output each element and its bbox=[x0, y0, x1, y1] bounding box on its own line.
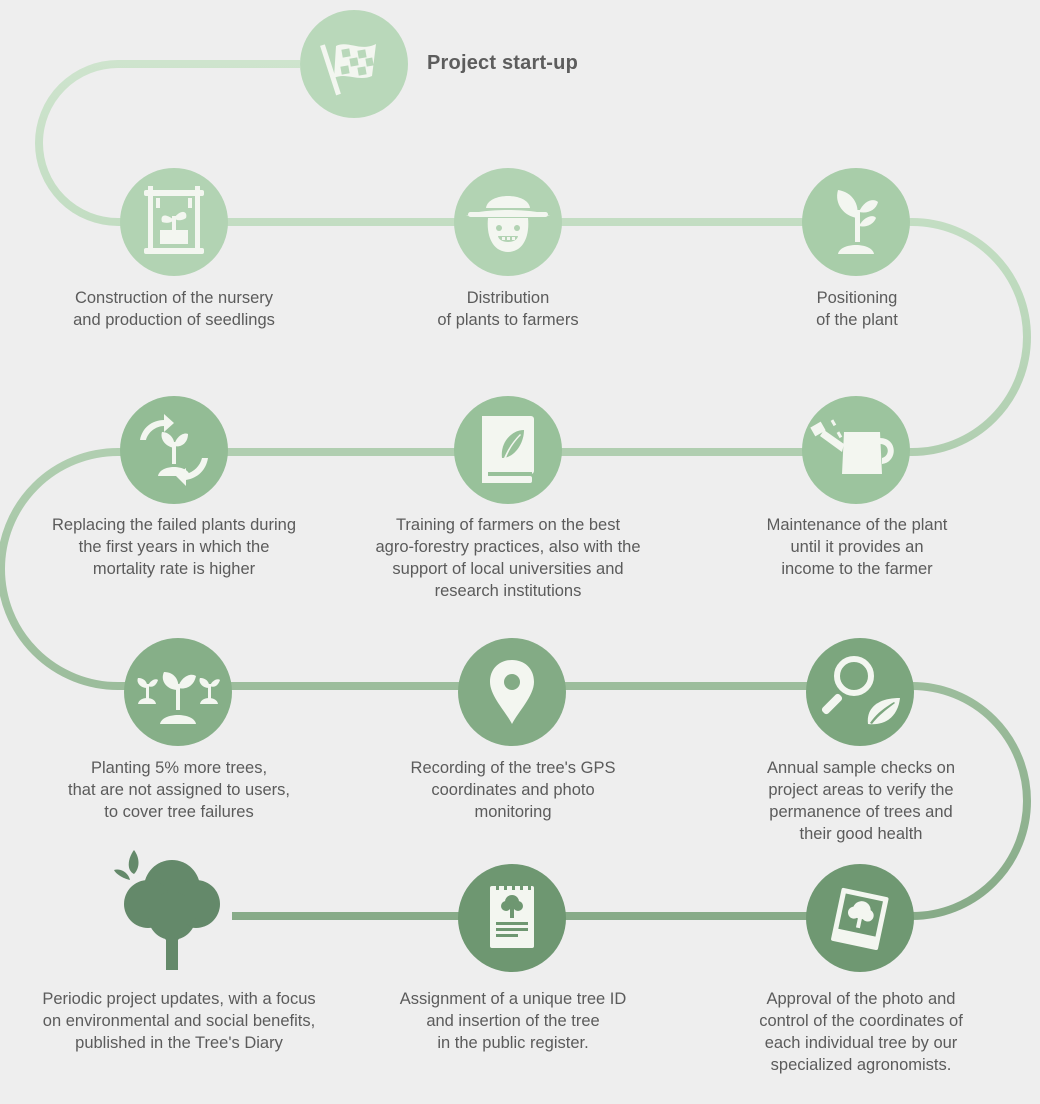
step-node-maintenance bbox=[802, 396, 910, 504]
step-label-positioning: Positioning of the plant bbox=[816, 289, 898, 329]
step-node-distribution bbox=[454, 168, 562, 276]
step-node-planting bbox=[124, 638, 232, 746]
book-icon bbox=[482, 416, 534, 483]
step-node-updates bbox=[112, 848, 232, 974]
step-node-checks bbox=[806, 638, 914, 746]
step-node-approval bbox=[806, 864, 914, 972]
step-label-training: Training of farmers on the best agro-for… bbox=[375, 516, 641, 600]
step-label-planting: Planting 5% more trees, that are not ass… bbox=[68, 759, 290, 821]
location-pin-icon bbox=[490, 660, 534, 724]
step-node-training bbox=[454, 396, 562, 504]
step-node-positioning bbox=[802, 168, 910, 276]
step-label-updates: Periodic project updates, with a focus o… bbox=[42, 990, 316, 1052]
process-connector-line bbox=[0, 60, 1031, 920]
sprout-icon bbox=[837, 190, 878, 254]
step-node-gps bbox=[458, 638, 566, 746]
step-label-checks: Annual sample checks on project areas to… bbox=[766, 759, 956, 843]
start-node bbox=[300, 10, 408, 118]
step-node-nursery bbox=[120, 168, 228, 276]
register-icon bbox=[490, 882, 534, 948]
nursery-icon bbox=[144, 186, 204, 254]
step-label-gps: Recording of the tree's GPS coordinates … bbox=[410, 759, 616, 821]
magnifier-leaf-icon bbox=[821, 656, 900, 725]
replace-plant-icon bbox=[140, 414, 208, 486]
step-label-replacing: Replacing the failed plants during the f… bbox=[52, 516, 296, 578]
checkered-flag-icon bbox=[320, 44, 376, 96]
step-node-replacing bbox=[120, 396, 228, 504]
step-label-distribution: Distribution of plants to farmers bbox=[437, 289, 579, 329]
step-label-maintenance: Maintenance of the plant until it provid… bbox=[766, 516, 948, 578]
project-title: Project start-up bbox=[427, 52, 579, 74]
farmer-icon bbox=[466, 196, 550, 252]
photo-icon bbox=[831, 887, 889, 951]
step-label-approval: Approval of the photo and control of the… bbox=[759, 990, 963, 1074]
step-node-assignment bbox=[458, 864, 566, 972]
step-label-nursery: Construction of the nursery and producti… bbox=[73, 289, 275, 329]
watering-can-icon bbox=[810, 419, 894, 474]
seedlings-icon bbox=[137, 672, 220, 724]
step-label-assignment: Assignment of a unique tree ID and inser… bbox=[399, 990, 627, 1052]
tree-icon bbox=[114, 850, 220, 970]
